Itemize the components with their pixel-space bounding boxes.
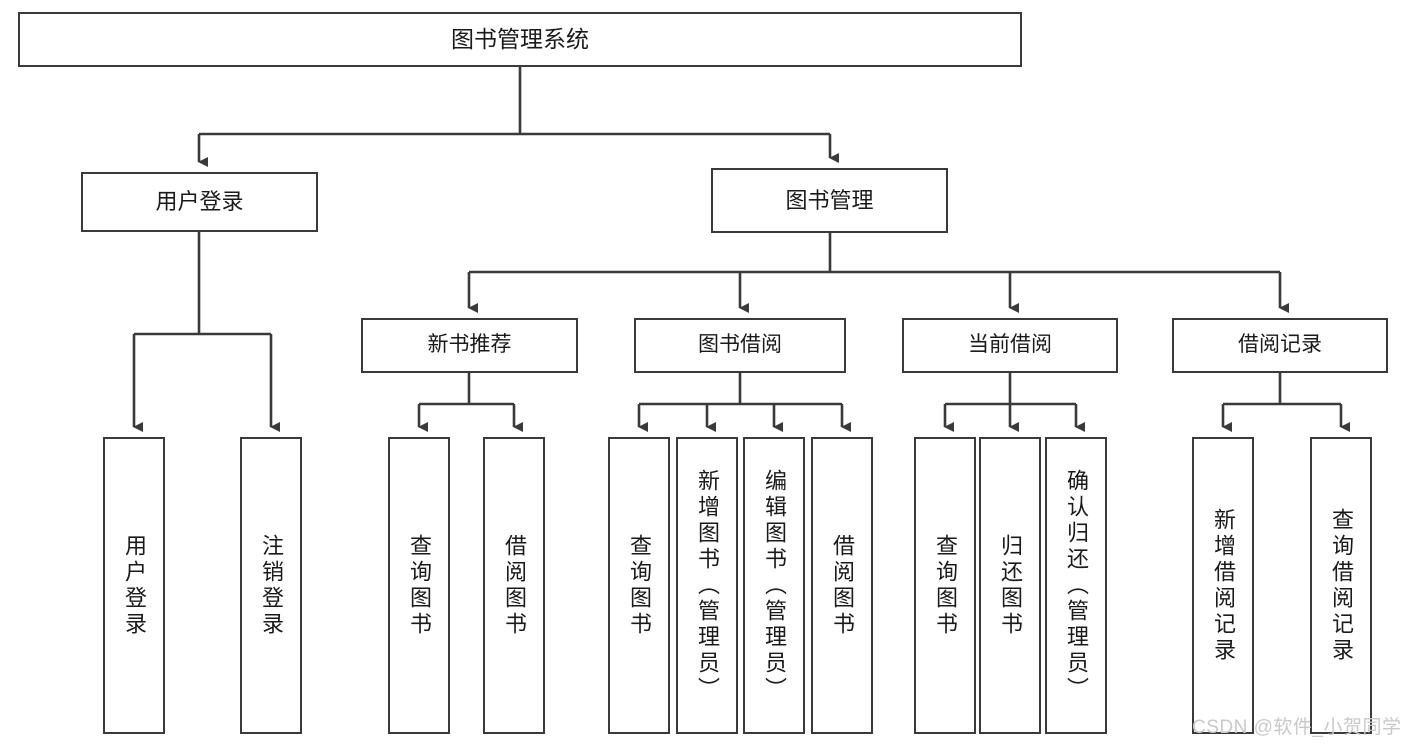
node-label: 查询图书	[407, 533, 432, 638]
leaf-borrow-book-recommend[interactable]: 借阅图书	[483, 437, 545, 734]
node-new-book-recommend[interactable]: 新书推荐	[361, 318, 578, 373]
node-label: 新增图书（管理员）	[695, 468, 720, 703]
leaf-logout-login[interactable]: 注销登录	[240, 437, 302, 734]
node-label: 归还图书	[998, 533, 1023, 638]
leaf-edit-book-admin[interactable]: 编辑图书（管理员）	[743, 437, 805, 734]
node-book-borrow[interactable]: 图书借阅	[634, 318, 846, 373]
node-label: 查询图书	[627, 533, 652, 638]
leaf-query-borrow-record[interactable]: 查询借阅记录	[1310, 437, 1372, 734]
node-label: 新书推荐	[427, 333, 512, 357]
node-label: 编辑图书（管理员）	[762, 468, 787, 703]
node-label: 借阅图书	[502, 533, 527, 638]
node-current-borrow[interactable]: 当前借阅	[902, 318, 1118, 373]
leaf-return-book[interactable]: 归还图书	[979, 437, 1041, 734]
node-label: 查询借阅记录	[1329, 507, 1354, 664]
node-label: 查询图书	[933, 533, 958, 638]
leaf-add-book-admin[interactable]: 新增图书（管理员）	[676, 437, 738, 734]
node-label: 图书管理	[785, 187, 874, 213]
node-root-system[interactable]: 图书管理系统	[18, 12, 1022, 67]
node-label: 新增借阅记录	[1211, 507, 1236, 664]
node-borrow-record[interactable]: 借阅记录	[1172, 318, 1388, 373]
node-label: 图书管理系统	[451, 26, 589, 53]
leaf-confirm-return-admin[interactable]: 确认归还（管理员）	[1045, 437, 1107, 734]
node-label: 借阅记录	[1238, 333, 1322, 357]
node-label: 借阅图书	[830, 533, 855, 638]
leaf-borrow-book-borrow[interactable]: 借阅图书	[811, 437, 873, 734]
node-label: 注销登录	[259, 533, 284, 638]
node-label: 图书借阅	[698, 333, 782, 357]
leaf-query-book-borrow[interactable]: 查询图书	[608, 437, 670, 734]
node-label: 确认归还（管理员）	[1064, 468, 1089, 703]
node-book-manage[interactable]: 图书管理	[711, 168, 948, 233]
leaf-user-login[interactable]: 用户登录	[103, 437, 165, 734]
leaf-query-book-recommend[interactable]: 查询图书	[388, 437, 450, 734]
csdn-watermark: CSDN @软件_小贺同学	[1192, 717, 1402, 738]
node-label: 用户登录	[155, 189, 244, 215]
node-label: 当前借阅	[968, 333, 1052, 357]
leaf-query-book-current[interactable]: 查询图书	[914, 437, 976, 734]
leaf-add-borrow-record[interactable]: 新增借阅记录	[1192, 437, 1254, 734]
node-label: 用户登录	[122, 533, 147, 638]
node-user-login[interactable]: 用户登录	[81, 172, 318, 232]
